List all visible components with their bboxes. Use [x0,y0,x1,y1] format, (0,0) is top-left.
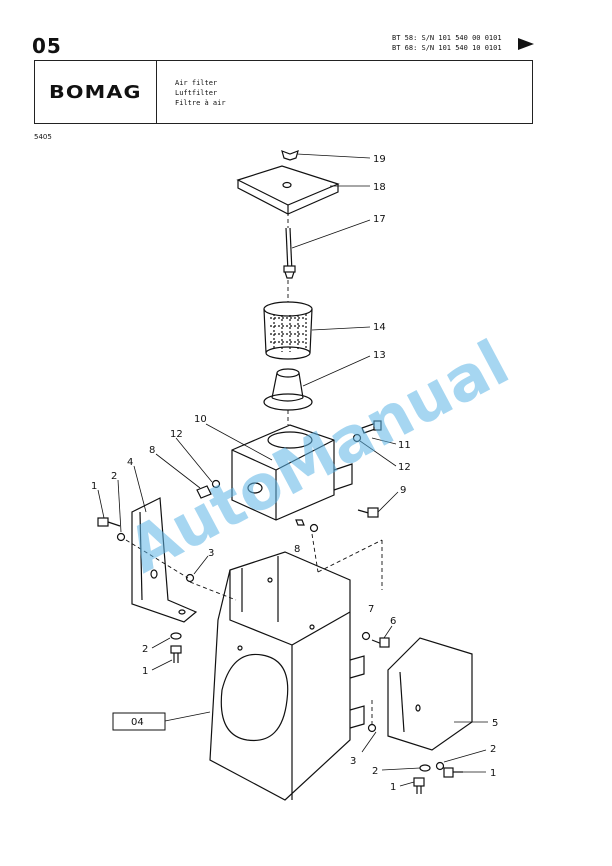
assembly-guides [125,205,383,724]
brand-logo: BOMAG [49,81,142,103]
washer-12-right [352,433,362,443]
bolt-1-side [443,767,463,778]
washer-12-left [211,479,221,489]
title-german: Luftfilter [175,89,218,97]
arrow-right-icon [518,38,534,50]
title-english: Air filter [175,79,218,87]
reference-box-label: 04 [131,717,144,728]
serial-bt58: BT 58: S/N 101 540 00 0101 [392,34,502,42]
page-code: 5405 [34,133,52,141]
bolt-1-lower [170,645,182,663]
callout-3-left: 3 [208,548,214,559]
callout-1-lower: 1 [142,666,148,677]
callout-8-lower: 8 [294,544,300,555]
bolt-1-upper [97,517,121,527]
washer-2-bottom [419,764,431,772]
callout-19: 19 [373,154,386,165]
serial-bt68: BT 68: S/N 101 540 10 0101 [392,44,502,52]
threaded-rod-part [283,227,296,279]
callout-2-bottom: 2 [372,766,378,777]
callout-18: 18 [373,182,386,193]
main-housing-part [209,551,365,801]
callout-14: 14 [373,322,386,333]
nut-8-upper [196,485,212,499]
callout-10: 10 [194,414,207,425]
washer-3-left [185,573,195,583]
bolt-6-part [371,637,390,648]
washer-7-part [361,631,371,641]
reference-box-frame [112,712,166,731]
filter-cover-part [236,165,340,215]
screw-11-part [361,420,382,434]
serial-numbers: BT 58: S/N 101 540 00 0101 BT 68: S/N 10… [392,33,502,53]
washer-3-right [367,723,377,733]
callout-2-upper: 2 [111,471,117,482]
filter-bracket-part [231,424,353,521]
title-french: Filtre à air [175,99,226,107]
callout-13: 13 [373,350,386,361]
callout-4: 4 [127,457,133,468]
callout-12-right: 12 [398,462,411,473]
side-bracket-part [131,497,198,623]
callout-1-bottom: 1 [390,782,396,793]
washer-2-lower [170,632,182,640]
washer-2-side [435,761,445,771]
callout-12-left: 12 [170,429,183,440]
title-list: Air filter Luftfilter Filtre à air [175,78,226,108]
callout-2-right: 2 [490,744,496,755]
callout-6: 6 [390,616,396,627]
callout-3-right: 3 [350,756,356,767]
nut-8-lower [295,519,305,526]
callout-17: 17 [373,214,386,225]
callout-1-upper: 1 [91,481,97,492]
callout-5: 5 [492,718,498,729]
screw-9-part [357,507,379,518]
callout-2-lower: 2 [142,644,148,655]
callout-1-right: 1 [490,768,496,779]
filter-element-part [263,301,313,360]
intake-funnel-part [263,368,313,411]
callout-11: 11 [398,440,411,451]
callout-9: 9 [400,485,406,496]
bolt-1-bottom [413,777,425,794]
washer-2-upper [116,532,126,542]
callout-7: 7 [368,604,374,615]
title-block: BOMAG Air filter Luftfilter Filtre à air [34,60,533,124]
wing-nut-part [281,150,299,161]
callout-8-upper: 8 [149,445,155,456]
side-plate-part [387,637,473,751]
leader-lines [97,153,488,787]
washer-lower [309,523,319,533]
logo-cell: BOMAG [35,61,157,123]
section-number: 05 [32,34,62,58]
